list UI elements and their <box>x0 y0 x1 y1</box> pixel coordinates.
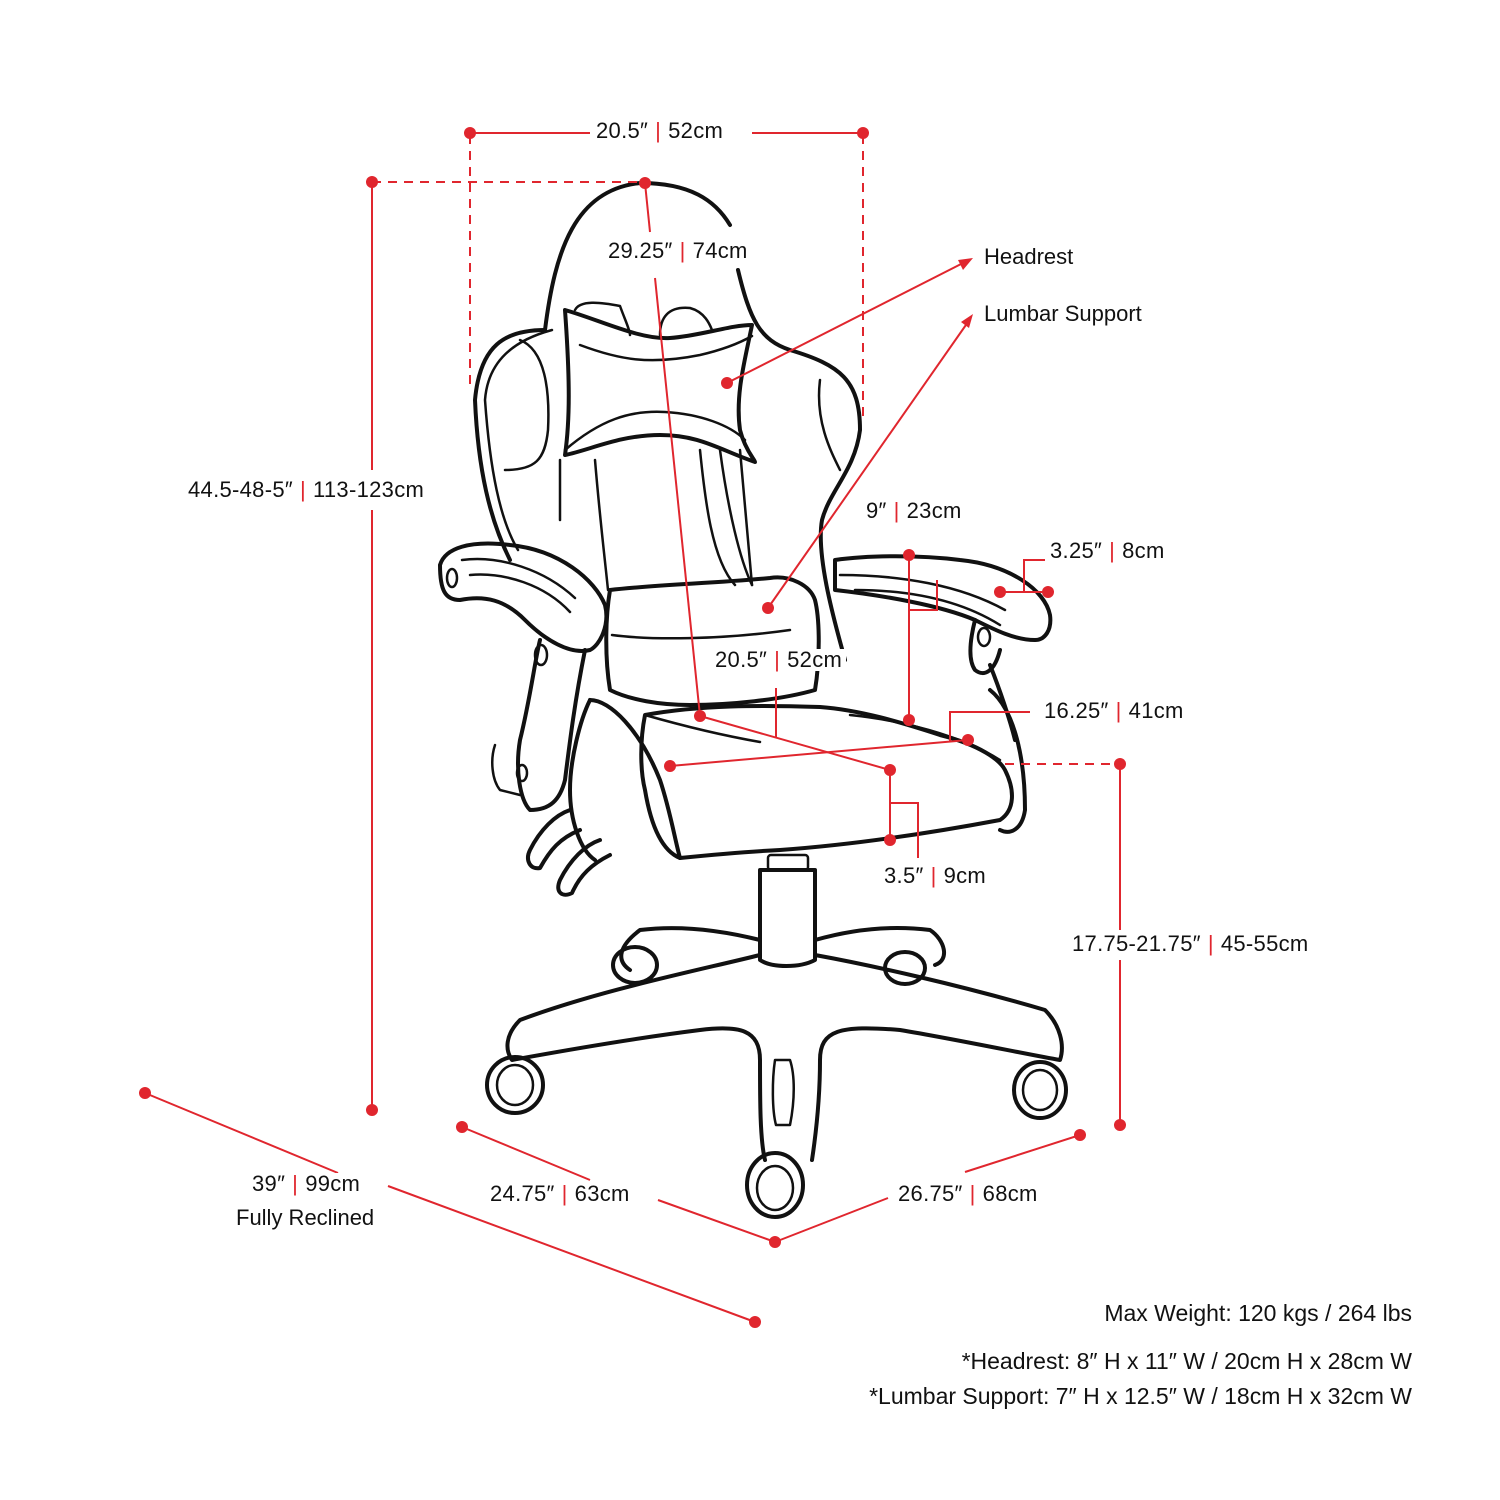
callout-lumbar-support: Lumbar Support <box>984 301 1142 326</box>
label-seat-depth: 20.5″|52cm <box>711 649 847 671</box>
label-base-depth: 24.75″|63cm <box>486 1183 634 1205</box>
chair-illustration <box>438 181 1068 1219</box>
label-fully-reclined: Fully Reclined <box>236 1205 375 1230</box>
label-seat-width: 16.25″|41cm <box>1040 700 1188 722</box>
dimension-lines <box>144 132 1121 1323</box>
label-base-width: 26.75″|68cm <box>894 1183 1042 1205</box>
spec-notes: Max Weight: 120 kgs / 264 lbs *Headrest:… <box>869 1302 1412 1408</box>
headrest-size-note: *Headrest: 8″ H x 11″ W / 20cm H x 28cm … <box>961 1348 1412 1374</box>
label-armrest-length: 9″|23cm <box>862 500 966 522</box>
label-seat-height: 17.75-21.75″|45-55cm <box>1068 933 1313 955</box>
label-seat-thickness: 3.5″|9cm <box>880 865 991 887</box>
label-back-width: 20.5″|52cm <box>592 120 728 142</box>
lumbar-size-note: *Lumbar Support: 7″ H x 12.5″ W / 18cm H… <box>869 1383 1412 1409</box>
max-weight-note: Max Weight: 120 kgs / 264 lbs <box>1104 1300 1412 1326</box>
label-reclined-length: 39″|99cm <box>248 1173 365 1195</box>
label-armrest-width: 3.25″|8cm <box>1046 540 1169 562</box>
callout-headrest: Headrest <box>984 244 1074 269</box>
label-total-height: 44.5-48-5″|113-123cm <box>184 479 429 501</box>
dimension-endpoints <box>139 127 1126 1328</box>
label-backrest-height: 29.25″|74cm <box>604 240 752 262</box>
